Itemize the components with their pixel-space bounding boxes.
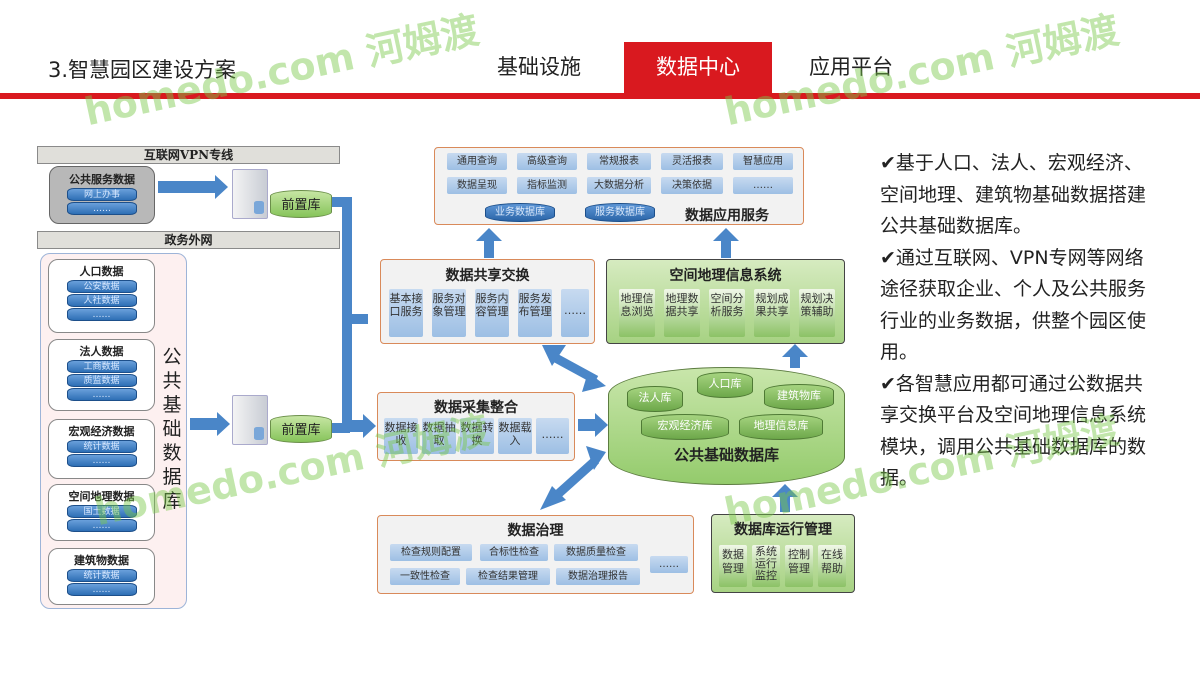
service-item: 指标监测 [517,177,577,194]
internet-vpn-bar: 互联网VPN专线 [37,146,340,164]
share-item: 服务内容管理 [475,289,509,337]
front-db: 前置库 [270,415,332,443]
population-lib: 人口库 [697,372,753,398]
governance-item: 数据质量检查 [554,544,638,561]
service-item: 决策依据 [661,177,723,194]
share-item: 服务发布管理 [518,289,552,337]
public-base-database: 人口库 法人库 建筑物库 宏观经济库 地理信息库 公共基础数据库 [608,367,845,485]
header-divider [0,93,1200,99]
gis-item: 规划决策辅助 [799,289,835,337]
share-item: …… [561,289,589,337]
gis-system: 空间地理信息系统 地理信息浏览 地理数据共享 空间分析服务 规划成果共享 规划决… [606,259,845,344]
db-item: 网上办事 [67,188,137,201]
tab-data-center[interactable]: 数据中心 [624,42,772,93]
arrow-up [713,228,739,258]
data-share-exchange: 数据共享交换 基本接口服务 服务对象管理 服务内容管理 服务发布管理 …… [380,259,595,344]
bullet-3: ✔各智慧应用都可通过公数据共享交换平台及空间地理信息系统模块，调用公共基础数据库… [880,372,1147,490]
geo-info-lib: 地理信息库 [739,414,823,440]
collect-item: 数据抽取 [422,418,456,454]
ops-item: 在线帮助 [818,545,846,587]
service-item: 灵活报表 [661,153,723,170]
legal-person-data: 法人数据工商数据质监数据…… [48,339,155,411]
tab-app-platform[interactable]: 应用平台 [809,55,893,79]
macro-economy-lib: 宏观经济库 [641,414,729,440]
gis-item: 空间分析服务 [709,289,745,337]
arrow-up [782,344,808,368]
description: ✔基于人口、法人、宏观经济、空间地理、建筑物基础数据搭建公共基础数据库。 ✔通过… [880,148,1155,495]
legal-person-lib: 法人库 [627,386,683,412]
collect-item: 数据转换 [460,418,494,454]
service-item: 通用查询 [447,153,507,170]
server-icon [232,169,268,219]
arrow [190,412,230,436]
spatial-geo-data: 空间地理数据国土数据…… [48,484,155,541]
server-icon [232,395,268,445]
governance-item: 数据治理报告 [556,568,640,585]
share-item: 基本接口服务 [389,289,423,337]
service-db: 服务数据库 [585,203,655,222]
bullet-2: ✔通过互联网、VPN专网等网络途径获取企业、个人及公共服务行业的业务数据，供整个… [880,246,1147,364]
ops-item: 控制管理 [785,545,813,587]
population-data: 人口数据公安数据人社数据…… [48,259,155,333]
collect-item: 数据载入 [498,418,532,454]
arrow [578,413,608,437]
gov-network-bar: 政务外网 [37,231,340,249]
governance-item: 检查结果管理 [466,568,550,585]
share-item: 服务对象管理 [432,289,466,337]
core-db-title: 公共基础数据库 [673,446,779,464]
governance-item: …… [650,556,688,573]
building-lib: 建筑物库 [764,384,834,410]
connector [332,197,350,207]
ops-item: 系统运行监控 [752,545,780,587]
ops-item: 数据管理 [719,545,747,587]
group-title: 公共服务数据 [69,173,135,186]
governance-item: 一致性检查 [390,568,460,585]
public-base-db-group: 人口数据公安数据人社数据…… 法人数据工商数据质监数据…… 宏观经济数据统计数据… [40,253,187,609]
governance-item: 检查规则配置 [390,544,472,561]
macro-economy-data: 宏观经济数据统计数据…… [48,419,155,479]
collect-item: …… [536,418,569,454]
service-item: …… [733,177,793,194]
db-operation-management: 数据库运行管理 数据管理 系统运行监控 控制管理 在线帮助 [711,514,855,593]
data-collect-integrate: 数据采集整合 数据接收 数据抽取 数据转换 数据载入 …… [377,392,575,461]
service-item: 数据呈现 [447,177,507,194]
gis-item: 地理信息浏览 [619,289,655,337]
business-db: 业务数据库 [485,203,555,222]
arrow-up [772,484,798,512]
service-item: 常规报表 [587,153,651,170]
connector [332,423,350,433]
connector [348,314,368,324]
bullet-1: ✔基于人口、法人、宏观经济、空间地理、建筑物基础数据搭建公共基础数据库。 [880,152,1147,237]
gis-item: 地理数据共享 [664,289,700,337]
gis-item: 规划成果共享 [754,289,790,337]
service-item: 高级查询 [517,153,577,170]
arrow-up [476,228,502,258]
panel-title: 数据应用服务 [685,208,769,224]
governance-item: 合标性检查 [480,544,548,561]
data-app-service: 通用查询 高级查询 常规报表 灵活报表 智慧应用 数据呈现 指标监测 大数据分析… [434,147,804,225]
service-item: 智慧应用 [733,153,793,170]
connector [342,197,352,425]
front-db: 前置库 [270,190,332,218]
data-governance: 数据治理 检查规则配置 合标性检查 数据质量检查 一致性检查 检查结果管理 数据… [377,515,694,594]
collect-item: 数据接收 [384,418,418,454]
public-service-data: 公共服务数据 网上办事 …… [49,166,155,224]
tab-infrastructure[interactable]: 基础设施 [497,55,581,79]
arrow [158,175,228,199]
vertical-label: 公共基础数据库 [162,346,182,512]
arrow [348,414,376,438]
page-title: 3.智慧园区建设方案 [48,58,237,82]
db-item: …… [67,202,137,215]
service-item: 大数据分析 [587,177,651,194]
building-data: 建筑物数据统计数据…… [48,548,155,605]
